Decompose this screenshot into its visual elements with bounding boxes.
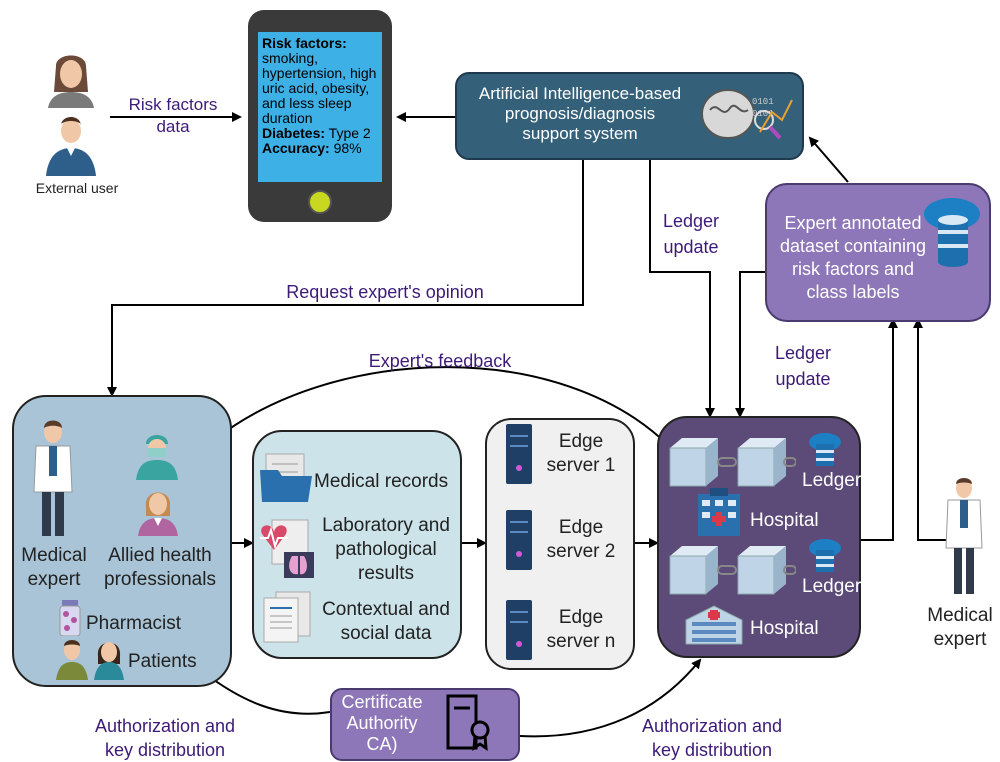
ledger-update-top-label: Ledger update — [662, 211, 720, 257]
server-icon — [506, 600, 532, 660]
contextual-data-label: Contextual and social data — [322, 599, 450, 644]
ledger-update-right-label: Ledger update — [774, 343, 832, 389]
patients-label: Patients — [128, 651, 197, 672]
stakeholders-box — [12, 395, 232, 687]
nurse-icon — [138, 492, 178, 536]
accuracy-value: 98% — [333, 140, 362, 156]
lab-results-icon — [260, 519, 314, 578]
edge-server-n-label: Edge server n — [546, 607, 616, 652]
ledger-1-label: Ledger — [802, 470, 862, 491]
diabetes-value: Type 2 — [328, 125, 371, 141]
phone-screen: Risk factors: smoking, hypertension, hig… — [258, 32, 382, 182]
medical-records-label: Medical records — [314, 471, 449, 492]
server-icon — [506, 510, 532, 570]
auth-left-label: Authorization and key distribution — [94, 716, 236, 760]
brain-analytics-icon: 0101 0101 — [701, 89, 793, 140]
certificate-authority-box — [330, 688, 520, 761]
risk-line: hypertension, high — [262, 65, 377, 81]
server-icon — [506, 424, 532, 484]
expert-dataset-label: Expert annotated dataset containing risk… — [779, 213, 927, 302]
svg-text:0101: 0101 — [752, 97, 774, 107]
hospital-icon — [685, 605, 743, 645]
pharmacist-label: Pharmacist — [86, 613, 182, 634]
ledger-database-icon — [809, 539, 841, 572]
arrow-ca-to-stakeholders — [201, 670, 331, 715]
arrow-chain-to-dataset — [858, 318, 898, 541]
folder-icon — [260, 453, 312, 502]
medical-expert-right-icon — [945, 478, 983, 594]
external-user-icon — [46, 55, 96, 176]
risk-line: duration — [262, 110, 313, 126]
ai-system-label: Artificial Intelligence-based prognosis/… — [478, 84, 682, 143]
risk-factors-title: Risk factors: — [262, 35, 347, 51]
auth-right-label: Authorization and key distribution — [641, 716, 783, 760]
allied-health-label: Allied health professionals — [104, 545, 216, 590]
request-opinion-label: Request expert's opinion — [286, 282, 484, 302]
arrow-ledger-update-top — [649, 157, 715, 418]
edge-server-1-label: Edge server 1 — [546, 431, 616, 476]
doctor-icon — [33, 420, 73, 536]
hospital-1-label: Hospital — [750, 510, 819, 531]
external-user-label: External user — [35, 180, 119, 196]
surgeon-icon — [136, 435, 178, 480]
blockchain-blocks-icon — [669, 546, 796, 595]
blockchain-blocks-icon — [669, 438, 796, 487]
risk-factors-data-label: Risk factors data — [128, 95, 218, 136]
phone-home-button — [308, 190, 332, 214]
hospital-icon — [698, 488, 740, 536]
risk-line: and less sleep — [262, 95, 352, 111]
expert-feedback-label: Expert's feedback — [368, 351, 512, 371]
cloud-database-icon — [924, 198, 980, 267]
medical-expert-right-label: Medical expert — [927, 605, 993, 650]
svg-text:0101: 0101 — [752, 109, 774, 119]
arrow-request-opinion — [107, 157, 584, 397]
diabetes-label: Diabetes: — [262, 125, 326, 141]
lab-results-label: Laboratory and pathological results — [322, 515, 450, 584]
arrow-dataset-to-ai — [808, 136, 849, 183]
pill-bottle-icon — [59, 600, 81, 636]
ledger-database-icon — [809, 433, 841, 466]
arrow-ca-to-chain — [519, 658, 702, 738]
arrow-dataset-ledger — [735, 271, 765, 418]
ledger-2-label: Ledger — [802, 576, 862, 597]
medical-expert-label: Medical expert — [21, 545, 87, 590]
certificate-authority-label: Certificate Authority CA) — [341, 692, 423, 754]
patients-icon — [56, 640, 124, 680]
certificate-server-icon — [446, 694, 490, 751]
hospital-2-label: Hospital — [750, 618, 819, 639]
arrow-expert-to-dataset — [913, 318, 950, 541]
accuracy-label: Accuracy: — [262, 140, 330, 156]
documents-icon — [263, 591, 311, 643]
edge-server-2-label: Edge server 2 — [546, 517, 616, 562]
arrow-expert-feedback — [217, 366, 670, 447]
risk-line: smoking, — [262, 50, 319, 66]
risk-line: uric acid, obesity, — [262, 80, 370, 96]
